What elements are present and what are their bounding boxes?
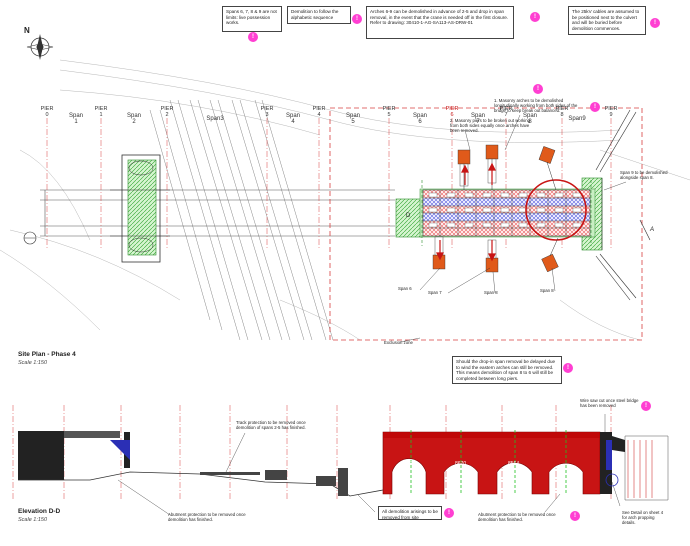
north-arrow (26, 34, 54, 60)
warning-icon: ! (590, 102, 600, 112)
note-spans-live-works: Spans 6, 7, 8 & 9 are not limits: live p… (222, 6, 282, 32)
sequence-arrows (436, 162, 496, 262)
railway-tracks (149, 99, 334, 341)
west-abutment-elevation (18, 431, 130, 480)
elevation-label-3: 8564 (508, 461, 520, 467)
note-track-protection: Track protection to be removed once demo… (236, 420, 306, 430)
track-bed (200, 468, 348, 496)
note-arch-propping: See Detail on sheet 4 for arch propping … (622, 510, 664, 525)
span-label-3: Span3 (206, 116, 224, 122)
section-cut-markers (639, 219, 651, 241)
note-drop-in-span-delay: Should the drop-in span removal be delay… (452, 356, 562, 384)
warning-icon: ! (248, 32, 258, 42)
north-label: N (24, 26, 30, 35)
warning-icon: ! (444, 508, 454, 518)
warning-icon: ! (641, 401, 651, 411)
tag-span8-a: Span 8 (484, 290, 498, 295)
elevation-label-2: 8670 (455, 461, 467, 467)
note-alphabetic-sequence: Demolition to follow the alphabetic sequ… (287, 6, 351, 24)
note-masonry-piers: 2. Masonry piers to be broken out workin… (450, 118, 531, 133)
tag-d: D (406, 213, 411, 219)
plan-title: Site Plan - Phase 4 (18, 351, 76, 358)
excavator-6 (541, 237, 559, 273)
elevation-scale: Scale 1:150 (18, 517, 48, 523)
note-exclusion-zone: Exclusion zone (384, 340, 413, 345)
crane-slew-circle (525, 179, 587, 241)
elevation-leaders (117, 414, 621, 516)
tag-span8-b: Span 8 (540, 288, 554, 293)
warning-icon: ! (563, 363, 573, 373)
elevation-green-cuts (410, 430, 567, 494)
elevation-title: Elevation D-D (18, 508, 61, 515)
span-label-9: Span9 (568, 116, 586, 122)
warning-icon: ! (352, 14, 362, 24)
section-marker-left (23, 231, 37, 245)
excavator-3 (538, 146, 557, 191)
tag-a: A (650, 227, 655, 233)
east-abutment (595, 109, 637, 301)
excavator-1 (457, 149, 471, 190)
warning-icon: ! (530, 12, 540, 22)
sequence-cells (428, 192, 582, 228)
note-span9: Span 9 to be demolished alongside span 8… (620, 170, 668, 180)
warning-icon: ! (650, 18, 660, 28)
tag-span7: Span 7 (428, 290, 442, 295)
note-arches-advance: Arches 6-9 can be demolished in advance … (366, 6, 514, 39)
tag-span6: Span 6 (398, 286, 412, 291)
note-abutment-protection-east: Abutment protection to be removed once d… (478, 512, 556, 522)
arch-viaduct-elevation (382, 431, 601, 495)
warning-icon: ! (533, 84, 543, 94)
pier-2-structure (110, 154, 170, 263)
elevation-label-1: 8596 (404, 461, 416, 467)
warning-icon: ! (570, 511, 580, 521)
bridge-deck-west (40, 189, 395, 237)
leader-lines (399, 114, 627, 343)
note-25kv-cables: The 25kV cables are assumed to be positi… (568, 6, 646, 35)
note-demolition-arisings: All demolition arisings to be removed fr… (378, 506, 442, 520)
note-wire-saw: Wire saw cut once steel bridge has been … (580, 398, 639, 408)
elevation-pier-gridlines (12, 405, 612, 500)
abutment-pad-west (395, 198, 423, 238)
plan-scale: Scale 1:150 (18, 360, 48, 366)
arch-grid-plan (421, 180, 592, 246)
east-abutment-elevation (600, 432, 669, 501)
note-abutment-protection-west: Abutment protection to be removed once d… (168, 512, 246, 522)
note-masonry-arches: 1. Masonry arches to be demolished longi… (494, 98, 578, 113)
